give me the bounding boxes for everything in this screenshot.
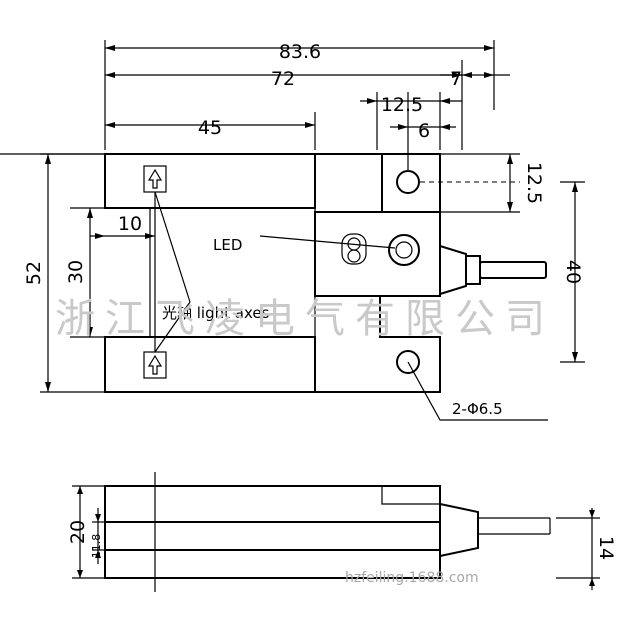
dim-hole-pitch: 40 [562,260,584,284]
cable-gland [439,245,547,295]
dim-overall-height: 52 [23,261,45,285]
optical-axis-marker-bottom [143,351,167,379]
axis-leader-bottom [154,301,191,353]
dim-body-width: 72 [271,68,295,90]
dim-hole-spacing: 6 [418,120,430,142]
led-indicator [341,233,420,266]
slot-region [149,207,316,338]
watermark-company: 浙江飞凌电气有限公司 [55,296,555,342]
dim-slot-height: 30 [65,260,87,284]
mounting-hole-bottom [396,350,420,374]
hole-leader [407,361,548,421]
dim-side-height: 20 [67,520,89,544]
dimension-lines-right [420,153,585,363]
dim-offset-right: 7 [450,68,462,90]
optical-axis-marker-top [143,165,167,193]
dim-slot-depth: 45 [198,117,222,139]
label-mounting-holes: 2-Φ6.5 [452,400,503,418]
dimension-lines-left [40,153,155,393]
dimension-lines-top [104,40,510,170]
mounting-hole-top [396,170,420,194]
label-optical-axis: 光轴 light axes [162,304,270,322]
dim-groove-inner: 10 [118,213,142,235]
led-leader [259,235,396,249]
label-led: LED [213,236,242,254]
watermark-url: hzfeiling.1688.com [345,570,479,586]
dim-side-sub: 11.8 [90,534,103,559]
dim-hole-vertical: 12.5 [523,162,545,204]
dim-cable-offset: 14 [595,536,617,560]
side-view [72,472,600,592]
axis-leader-top [154,191,191,303]
dim-overall-width: 83.6 [279,41,321,63]
dim-hole-offset: 12.5 [381,94,423,116]
